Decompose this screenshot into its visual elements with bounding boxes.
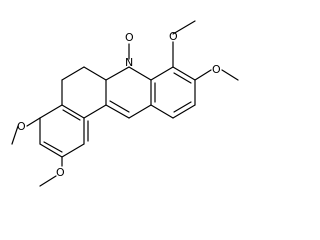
methoxy-left [11, 117, 63, 187]
methoxy-right [172, 20, 239, 81]
ring-d [150, 66, 196, 119]
ome-right-o-label: O [212, 63, 221, 76]
oxide-o-label: O [125, 31, 134, 44]
ring-b [61, 66, 107, 119]
chemical-structure-diagram: N O O O O O [11, 20, 239, 187]
ring-a [39, 104, 89, 158]
molecule-svg: N O O O O O [11, 20, 239, 187]
n-atom-label: N [125, 56, 133, 69]
ome-bottom-o-label: O [56, 166, 65, 179]
ome-top-o-label: O [169, 30, 178, 43]
ring-c [105, 66, 152, 119]
ome-left-o-label: O [17, 120, 26, 133]
